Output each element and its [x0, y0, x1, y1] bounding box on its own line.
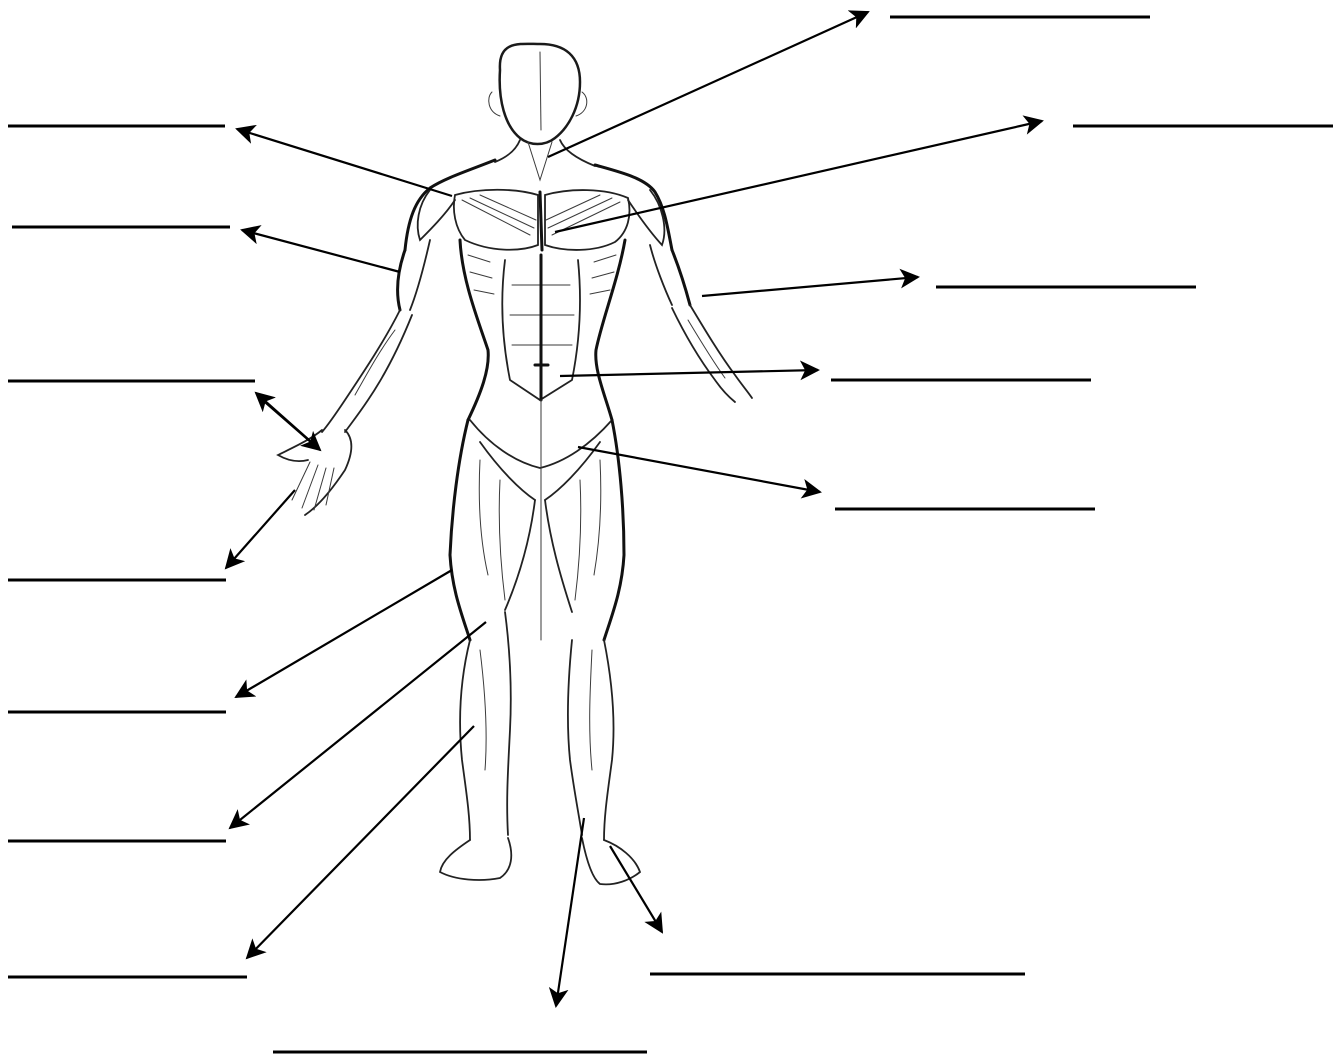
- arrow-forearm: [702, 277, 918, 296]
- arrow-groin: [578, 447, 820, 492]
- arrow-quadriceps: [236, 570, 452, 697]
- arrow-deltoid: [237, 129, 452, 196]
- human-figure-sketch: [278, 44, 752, 885]
- arrow-wrist-b: [258, 396, 320, 450]
- arrow-fingers: [226, 490, 295, 568]
- arrow-biceps: [242, 230, 400, 272]
- label-blanks: [8, 17, 1333, 1052]
- arrow-knee: [230, 622, 486, 828]
- arrow-ankle: [556, 818, 584, 1006]
- arrow-neck: [548, 12, 868, 157]
- arrow-foot: [610, 846, 662, 932]
- arrow-shin: [247, 726, 474, 958]
